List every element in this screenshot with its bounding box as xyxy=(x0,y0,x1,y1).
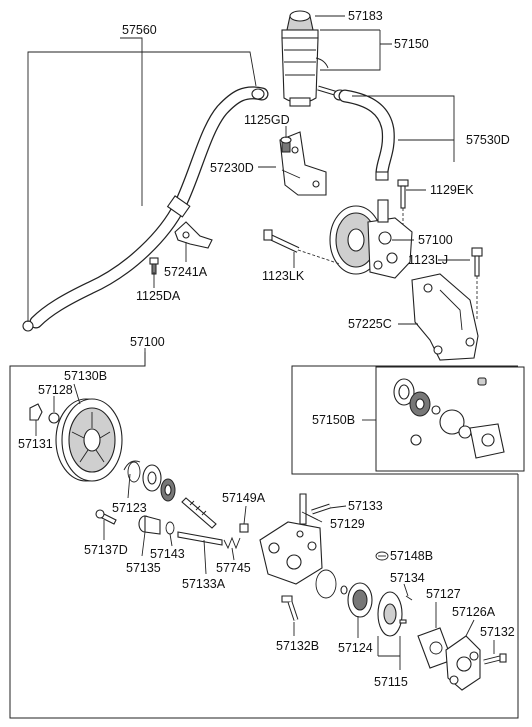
label-57100-top: 57100 xyxy=(418,233,453,247)
snap-ring-57123 xyxy=(123,460,141,483)
label-57131: 57131 xyxy=(18,437,53,451)
label-57135: 57135 xyxy=(126,561,161,575)
label-57225C: 57225C xyxy=(348,317,392,331)
label-1125DA: 1125DA xyxy=(136,289,181,303)
label-57560: 57560 xyxy=(122,23,157,37)
label-57129: 57129 xyxy=(330,517,365,531)
bolt-57133 xyxy=(311,503,331,515)
label-57123: 57123 xyxy=(112,501,147,515)
bracket-57225C xyxy=(411,273,479,361)
pin-57134 xyxy=(405,595,413,601)
kit-box-57150B xyxy=(375,366,525,472)
label-1123LK: 1123LK xyxy=(262,269,305,283)
bolt-1125DA xyxy=(149,257,159,275)
cover-57126A xyxy=(445,635,481,691)
label-57127: 57127 xyxy=(426,587,461,601)
label-57143: 57143 xyxy=(150,547,185,561)
washer-57131 xyxy=(29,403,43,421)
bolt-57132 xyxy=(483,653,507,665)
bolt-1125GD xyxy=(280,136,292,153)
label-57124: 57124 xyxy=(338,641,373,655)
label-57148B: 57148B xyxy=(390,549,433,563)
label-57530D: 57530D xyxy=(466,133,510,147)
bolt-1123LJ xyxy=(471,247,483,320)
rotor-57115 xyxy=(377,591,407,637)
label-57130B: 57130B xyxy=(64,369,107,383)
pump-body xyxy=(259,493,323,585)
pin-57137D xyxy=(95,509,117,525)
spring-57745 xyxy=(223,536,241,550)
oring-seals xyxy=(315,551,389,599)
label-57149A: 57149A xyxy=(222,491,266,505)
label-57100-section: 57100 xyxy=(130,335,165,349)
supply-hose-57530D xyxy=(338,89,395,181)
label-1129EK: 1129EK xyxy=(430,183,474,197)
label-57745: 57745 xyxy=(216,561,251,575)
label-57133A: 57133A xyxy=(182,577,226,591)
shaft xyxy=(181,497,217,529)
label-57134: 57134 xyxy=(390,571,425,585)
bolt-1123LK xyxy=(263,229,341,265)
label-57132B: 57132B xyxy=(276,639,319,653)
label-57241A: 57241A xyxy=(164,265,208,279)
rod-57133A xyxy=(177,531,223,546)
bearing xyxy=(142,464,176,502)
pulley-57130B xyxy=(55,398,123,482)
label-57128: 57128 xyxy=(38,383,73,397)
label-57133: 57133 xyxy=(348,499,383,513)
label-57126A: 57126A xyxy=(452,605,496,619)
return-hose-57560 xyxy=(22,86,269,332)
clip-57241A xyxy=(174,221,213,249)
pump-assembly-57100 xyxy=(329,199,413,279)
label-1123LJ: 1123LJ xyxy=(408,253,448,267)
nut-57128 xyxy=(48,412,60,424)
oring-57143 xyxy=(165,521,175,535)
reservoir-57150 xyxy=(281,10,347,107)
label-57137D: 57137D xyxy=(84,543,128,557)
label-1125GD: 1125GD xyxy=(244,113,290,127)
seal-kit-57150B xyxy=(393,377,505,459)
label-57230D: 57230D xyxy=(210,161,254,175)
label-57150B: 57150B xyxy=(312,413,355,427)
label-57183: 57183 xyxy=(348,9,383,23)
sleeve-57135 xyxy=(138,515,161,535)
bracket-57230D xyxy=(279,131,327,196)
label-57115: 57115 xyxy=(374,675,408,689)
label-57150: 57150 xyxy=(394,37,429,51)
label-57132: 57132 xyxy=(480,625,515,639)
leader-lines xyxy=(27,15,495,670)
bolt-57132B xyxy=(281,595,299,621)
cam-ring-57124 xyxy=(347,582,373,618)
cap-57149A xyxy=(239,523,249,533)
